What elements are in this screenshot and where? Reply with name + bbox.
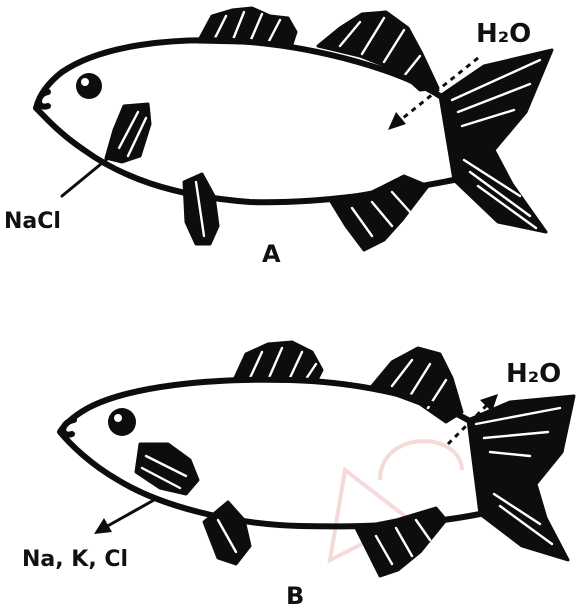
fish-b-body-outline [60,380,480,527]
fish-b-pectoral-fin [204,502,250,564]
fish-b-water-label: H₂O [506,359,561,389]
fish-b-dorsal-fin-front [234,342,322,382]
fish-b-salt-outflow-arrow [94,500,154,534]
fish-a-tail-fin [440,50,552,232]
fish-a-eye [76,73,102,99]
fish-a-caption: A [262,240,281,268]
fish-b-caption: B [286,582,304,609]
fish-b: H₂O Na, K, Cl B [22,342,574,609]
fish-b-gill [136,444,198,494]
fish-b-tail-fin [468,396,574,560]
fish-a-pectoral-fin [184,174,218,244]
fish-a: H₂O NaCl A [4,8,552,268]
fish-a-water-label: H₂O [476,19,531,49]
fish-b-salt-label: Na, K, Cl [22,547,128,572]
fish-b-eye [108,408,136,436]
fish-b-anal-fin [356,508,446,576]
fish-a-anal-fin [330,176,428,250]
fish-a-dorsal-fin-rear [318,12,438,90]
fish-a-mouth [39,92,48,107]
fish-b-mouth [63,420,74,435]
fish-a-salt-label: NaCl [4,209,61,234]
